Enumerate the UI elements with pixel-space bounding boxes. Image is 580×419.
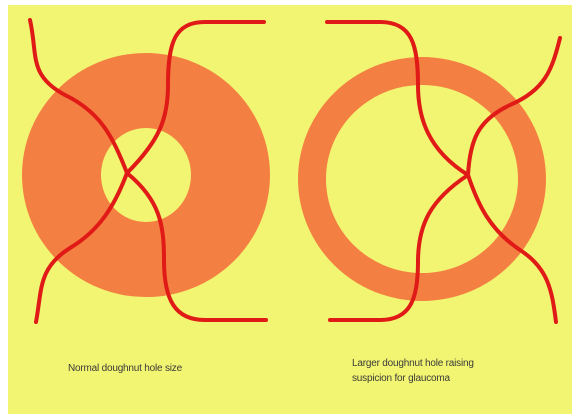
glaucoma-caption-line-1: Larger doughnut hole raising (352, 356, 552, 371)
normal-optic-disc (22, 20, 270, 322)
glaucoma-optic-disc (298, 22, 560, 322)
normal-caption-text: Normal doughnut hole size (68, 363, 182, 374)
normal-caption: Normal doughnut hole size (68, 361, 268, 376)
glaucoma-caption-line-2: suspicion for glaucoma (352, 371, 552, 386)
glaucoma-disc-rim (298, 57, 546, 301)
glaucoma-caption: Larger doughnut hole raising suspicion f… (352, 356, 552, 386)
